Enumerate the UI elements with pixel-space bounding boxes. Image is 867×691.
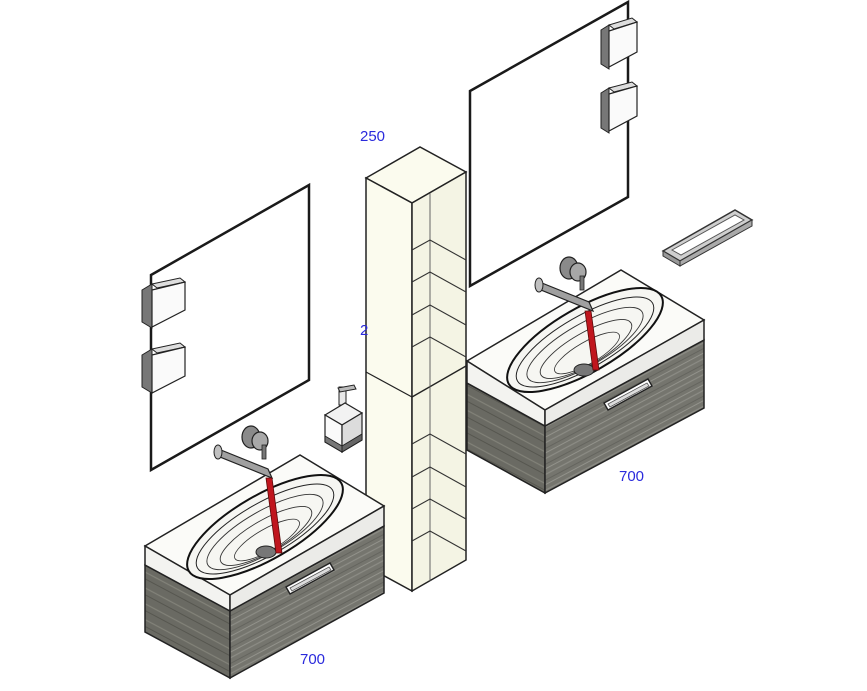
right-wall-lamp-upper — [600, 17, 639, 70]
left-mirror — [149, 182, 311, 473]
left-wall-lamp-upper — [141, 277, 187, 329]
dimension-label-column-width: 250 — [360, 128, 386, 145]
left-waterfall-stream — [265, 477, 283, 554]
soap-dispenser — [323, 384, 364, 454]
shelf-column-shelves — [411, 239, 467, 552]
dimension-label-left-vanity-width: 700 — [300, 651, 326, 668]
left-mixer-valve — [241, 425, 269, 460]
towel-bar — [661, 209, 754, 267]
right-mixer-valve — [559, 256, 587, 291]
right-wall-spout — [534, 277, 595, 313]
dimension-label-column-count: 2 — [360, 322, 369, 339]
right-mirror — [468, 0, 630, 289]
right-waterfall-stream — [584, 310, 600, 371]
right-drawer-handle — [603, 378, 653, 411]
left-wall-spout — [213, 444, 274, 480]
left-drawer-handle — [285, 562, 335, 595]
right-wall-lamp-lower — [600, 81, 639, 134]
shelf-column — [364, 146, 468, 593]
dimension-label-right-vanity-width: 700 — [619, 468, 645, 485]
left-wall-lamp-lower — [141, 342, 187, 394]
